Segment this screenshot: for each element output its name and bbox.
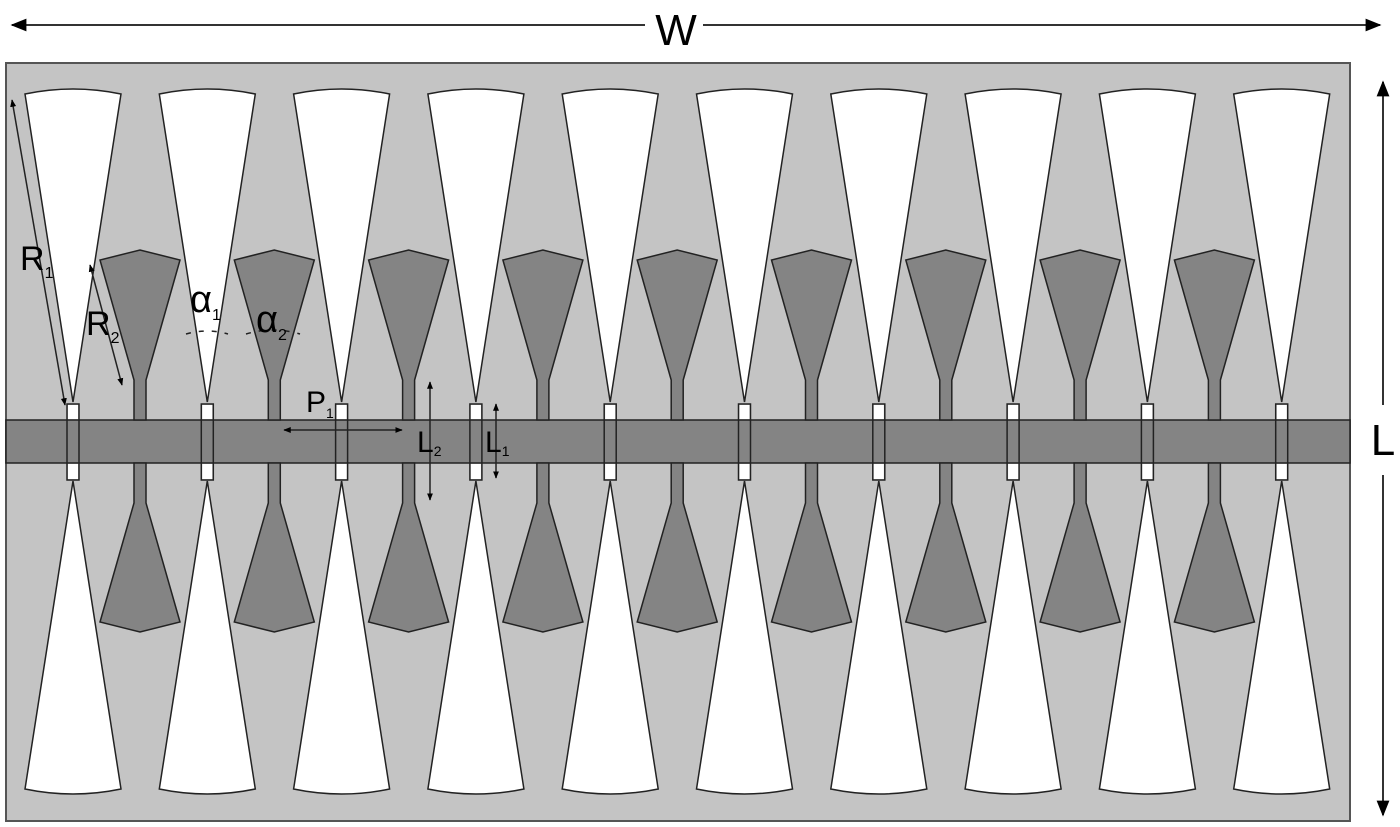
stub-lower — [636, 462, 719, 633]
port — [1006, 403, 1020, 481]
width-label: W — [655, 6, 697, 55]
port-gap-lower — [336, 464, 347, 479]
radiator-lower — [1232, 480, 1331, 795]
port — [469, 403, 483, 481]
radiator-upper — [427, 88, 525, 403]
stub-lower — [99, 462, 181, 633]
stub-upper — [233, 249, 316, 421]
port-gap-upper — [739, 405, 750, 419]
stub-upper — [904, 249, 987, 421]
r1-arrow — [10, 99, 67, 406]
radiator-upper — [292, 88, 391, 403]
annotations: R1 R2 α1 α2 P1 L2 L1 — [10, 99, 510, 501]
radiator-lower — [158, 480, 257, 795]
feed-line — [5, 419, 1351, 464]
radiator-upper — [561, 88, 660, 403]
port-gap-upper — [68, 405, 78, 419]
port-gap-upper — [1142, 405, 1153, 419]
stub-upper — [1039, 249, 1122, 421]
port — [66, 403, 80, 481]
r1-label: R1 — [20, 240, 54, 282]
stub-upper — [636, 249, 719, 421]
r2-arrow — [88, 264, 124, 386]
radiator-lower — [24, 480, 122, 795]
port-gap-upper — [605, 405, 616, 419]
port — [200, 403, 215, 481]
radiator-upper — [829, 88, 928, 403]
radiator-lower — [1098, 480, 1197, 795]
l1-label: L1 — [485, 426, 510, 459]
port-gap-lower — [1008, 464, 1019, 479]
p1-label: P1 — [306, 386, 334, 421]
stub-lower — [1039, 462, 1122, 633]
port-gap-upper — [470, 405, 481, 419]
port-gap-upper — [1008, 405, 1019, 419]
stub-upper — [501, 249, 584, 421]
port — [872, 403, 886, 481]
radiator-lower — [695, 480, 794, 795]
radiator-upper — [158, 88, 257, 403]
antenna-array — [5, 88, 1351, 795]
alpha2-label: α2 — [256, 299, 287, 344]
port-gap-lower — [605, 464, 616, 479]
port-gap-lower — [68, 464, 78, 479]
radiator-lower — [964, 480, 1062, 795]
radiator-lower — [561, 480, 660, 795]
stub-lower — [233, 462, 316, 633]
l2-label: L2 — [417, 426, 442, 459]
radiator-upper — [695, 88, 794, 403]
stub-upper — [770, 249, 853, 421]
length-dimension: L — [1371, 80, 1395, 817]
r2-label: R2 — [86, 305, 120, 347]
port — [334, 403, 349, 481]
stub-lower — [904, 462, 987, 633]
port-gap-lower — [873, 464, 884, 479]
radiator-upper — [964, 88, 1062, 403]
port — [737, 403, 752, 481]
stub-upper — [1173, 249, 1256, 421]
radiator-lower — [427, 480, 525, 795]
stub-lower — [1173, 462, 1256, 633]
port-gap-upper — [1276, 405, 1287, 419]
radiator-upper — [1232, 88, 1331, 403]
radiator-upper — [1098, 88, 1197, 403]
port — [603, 403, 617, 481]
radiator-lower — [292, 480, 391, 795]
port — [1140, 403, 1155, 481]
port-gap-lower — [1276, 464, 1287, 479]
radiator-lower — [829, 480, 928, 795]
port-gap-upper — [202, 405, 213, 419]
port-gap-lower — [202, 464, 213, 479]
width-dimension: W — [10, 6, 1382, 55]
port-gap-lower — [739, 464, 750, 479]
alpha1-label: α1 — [190, 279, 221, 324]
port — [1274, 403, 1289, 481]
port-gap-lower — [470, 464, 481, 479]
port-gap-lower — [1142, 464, 1153, 479]
stub-upper — [367, 249, 450, 421]
stub-lower — [501, 462, 584, 633]
stub-lower — [770, 462, 853, 633]
stub-lower — [367, 462, 450, 633]
port-gap-upper — [336, 405, 347, 419]
length-label: L — [1371, 416, 1395, 465]
port-gap-upper — [873, 405, 884, 419]
